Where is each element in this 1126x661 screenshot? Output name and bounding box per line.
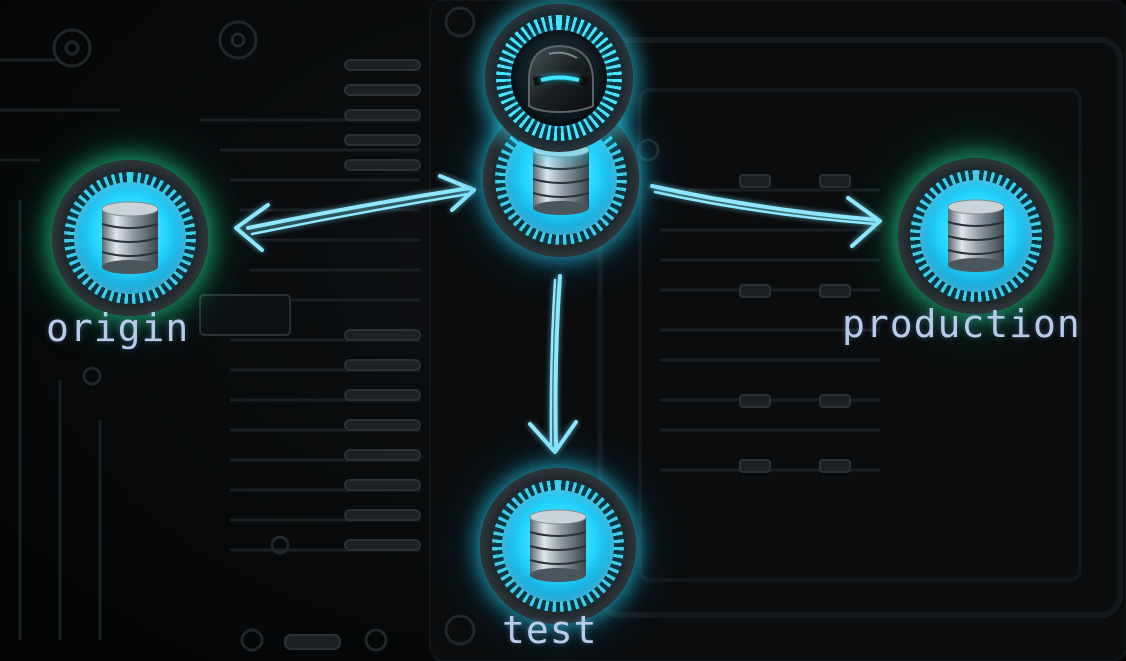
database-icon	[947, 199, 1005, 272]
node-origin[interactable]	[52, 160, 208, 316]
edge-center-origin	[234, 174, 476, 252]
node-production[interactable]	[898, 158, 1054, 314]
helmet-icon	[528, 44, 594, 114]
node-origin-label: origin	[46, 306, 190, 350]
edge-center-production	[650, 184, 882, 248]
center-badge[interactable]	[485, 4, 633, 152]
edge-center-test	[528, 274, 578, 454]
node-production-label: production	[842, 302, 1081, 346]
database-icon	[101, 201, 159, 274]
node-test-label: test	[502, 608, 598, 652]
database-icon	[532, 142, 590, 215]
node-test[interactable]	[480, 468, 636, 624]
database-icon	[529, 509, 587, 582]
